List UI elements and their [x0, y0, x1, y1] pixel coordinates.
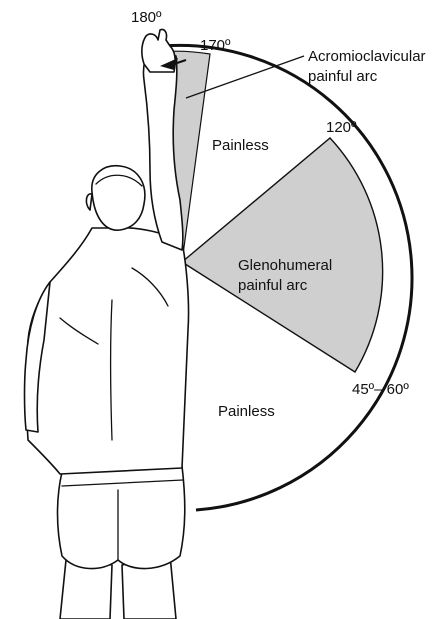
label-170-degrees: 170º: [200, 37, 231, 54]
ear: [86, 194, 92, 210]
glenohumeral-painful-sector: [182, 138, 383, 372]
label-45-60-degrees: 45º– 60º: [352, 381, 409, 398]
label-acromioclavicular-line1: Acromioclavicular: [308, 48, 426, 65]
label-painless-upper: Painless: [212, 137, 269, 154]
torso: [27, 228, 189, 474]
label-acromioclavicular-line2: painful arc: [308, 68, 378, 85]
label-120-degrees: 120º: [326, 119, 357, 136]
label-180-degrees: 180º: [131, 9, 162, 26]
label-glenohumeral-line1: Glenohumeral: [238, 257, 332, 274]
label-painless-lower: Painless: [218, 403, 275, 420]
man-figure: [25, 29, 189, 619]
label-glenohumeral-line2: painful arc: [238, 277, 308, 294]
